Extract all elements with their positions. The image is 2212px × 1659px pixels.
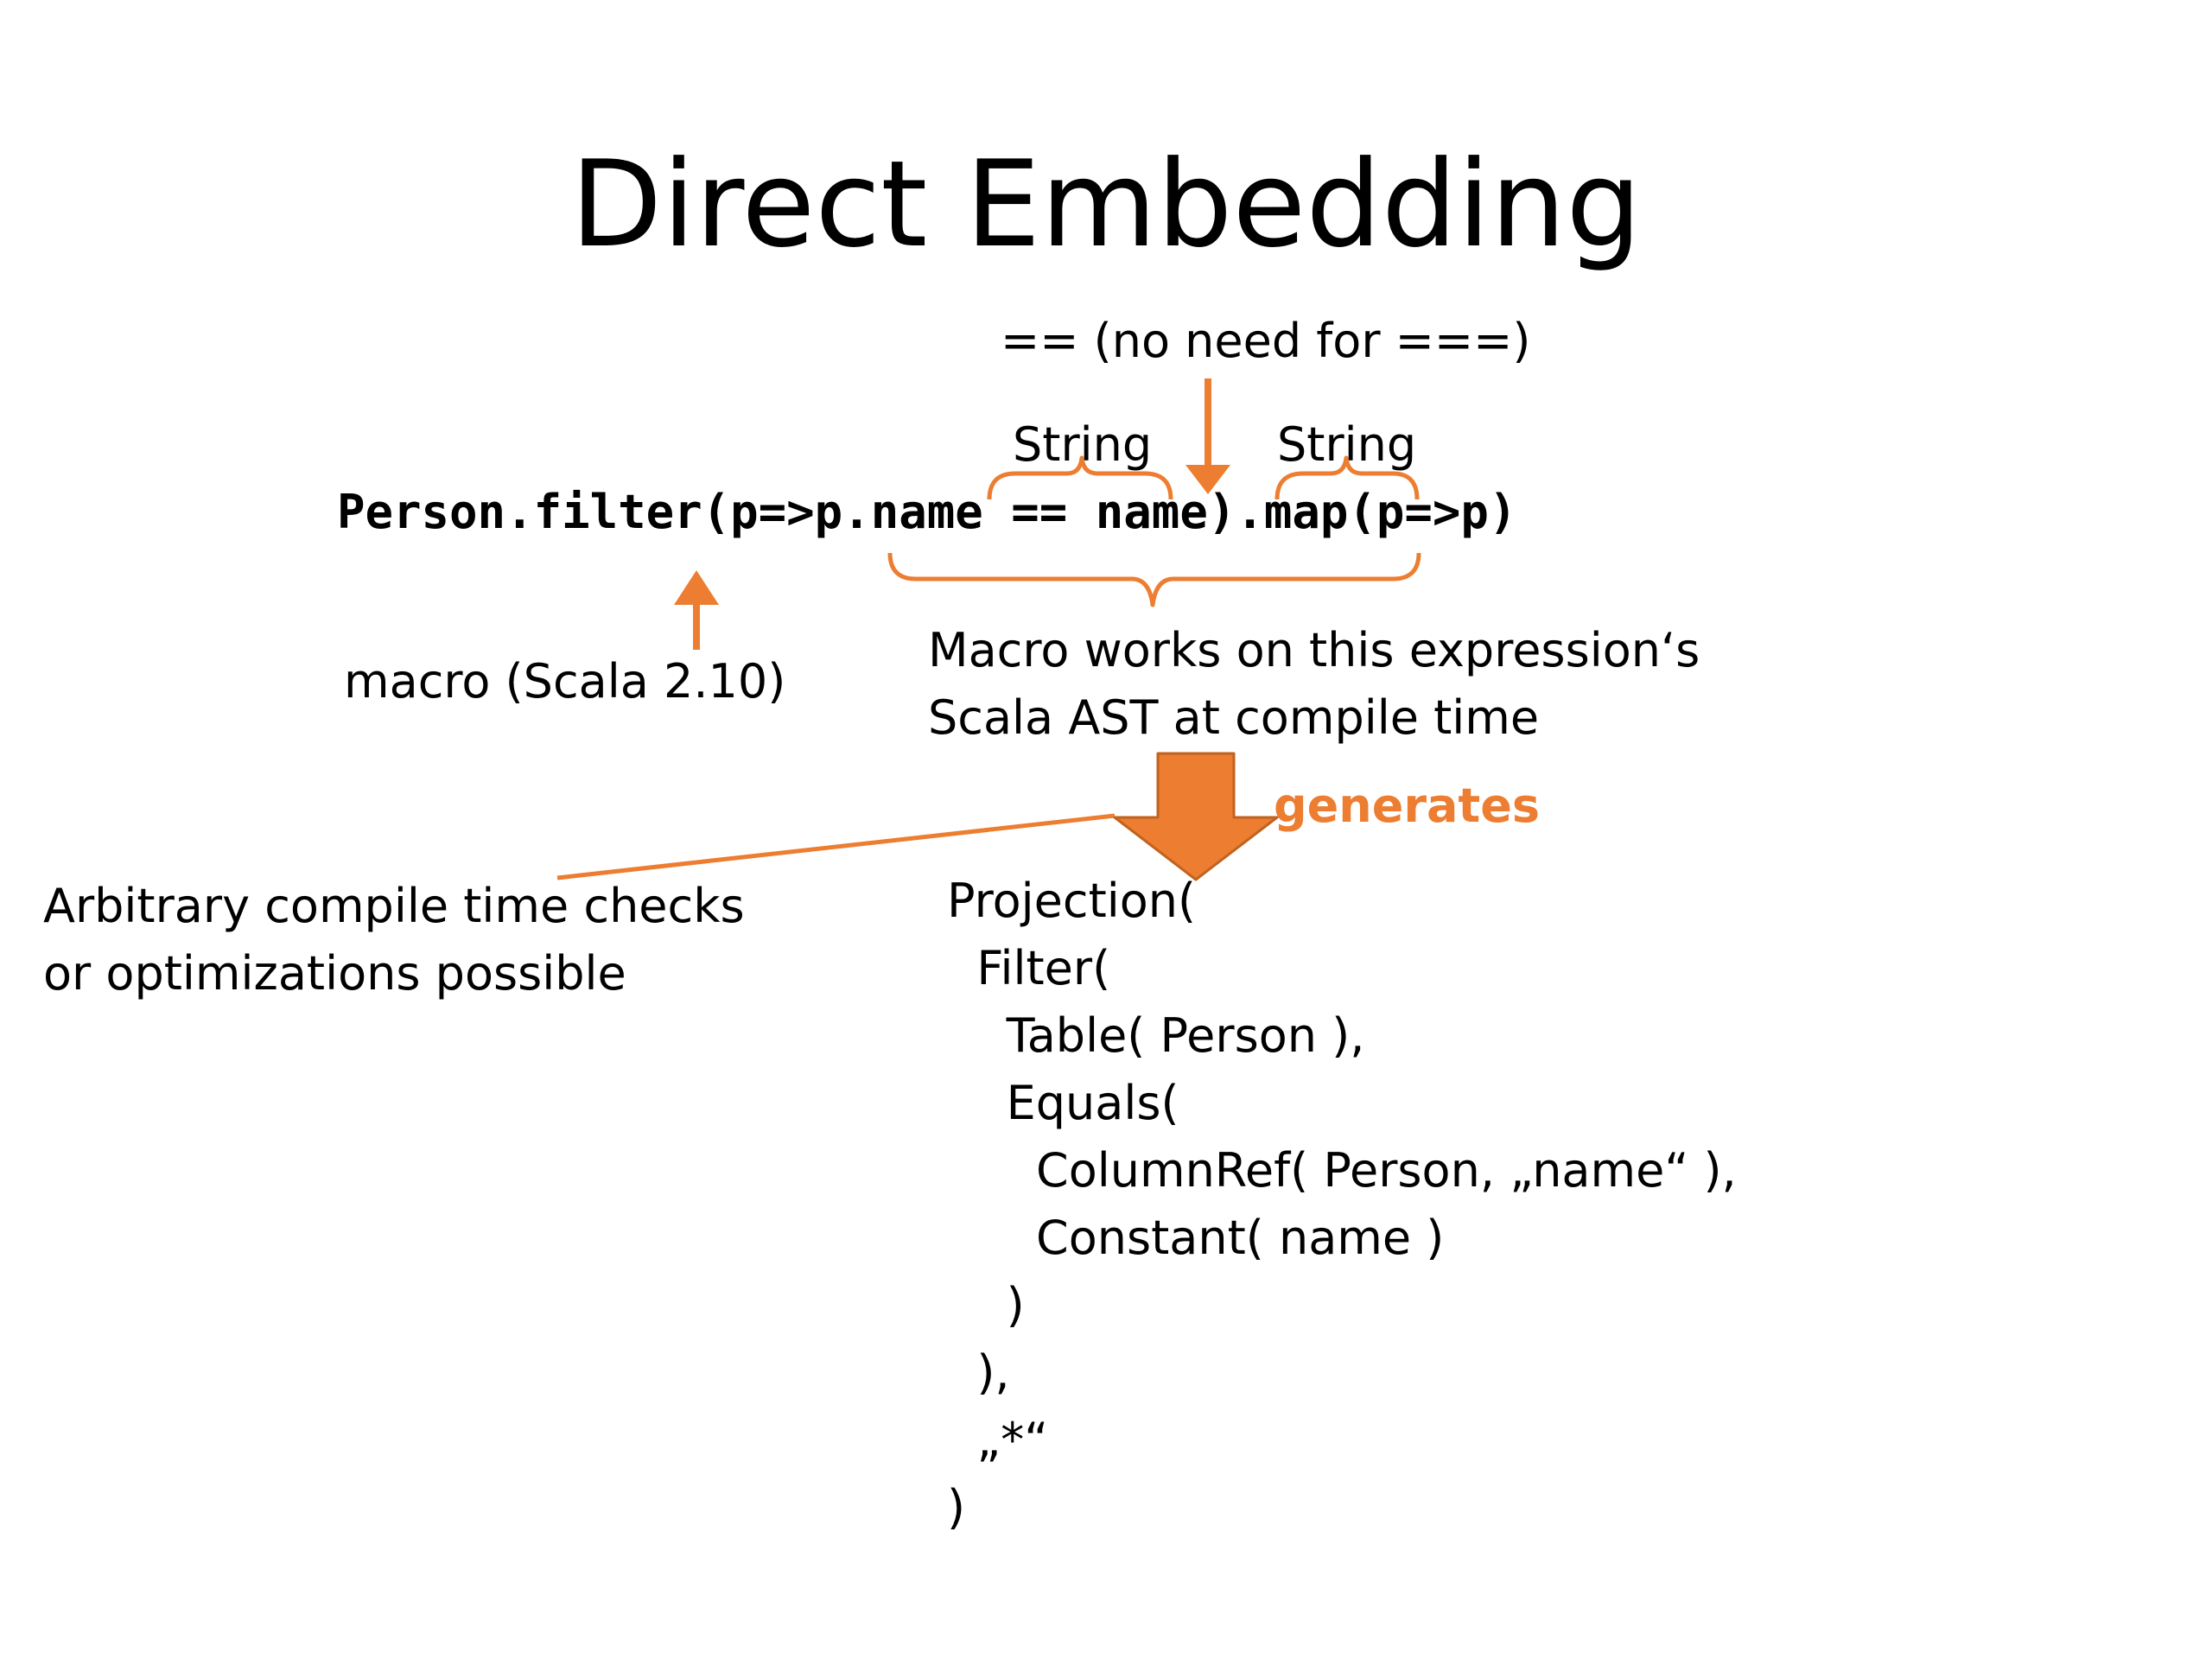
ast-line: ) [947, 1480, 966, 1535]
ast-line: Constant( name ) [947, 1211, 1445, 1265]
macro-works-line-2: Scala AST at compile time [928, 690, 1540, 745]
macro-arrow-head [674, 570, 719, 605]
expression-brace [887, 552, 1421, 607]
ast-line: Projection( [947, 874, 1197, 928]
ast-line: ) [947, 1278, 1025, 1332]
generates-label: generates [1274, 779, 1540, 833]
ast-line: Table( Person ), [947, 1008, 1365, 1063]
ast-line: „*“ [947, 1413, 1049, 1467]
ast-line: Equals( [947, 1076, 1179, 1130]
code-expression: Person.filter(p=>p.name == name).map(p=>… [337, 485, 1517, 539]
compile-checks-line-1: Arbitrary compile time checks [43, 879, 745, 933]
compile-checks-line-2: or optimizations possible [43, 946, 626, 1001]
ast-line: ColumnRef( Person, „name“ ), [947, 1143, 1737, 1198]
equality-note: == (no need for ===) [1001, 314, 1531, 368]
string-brace-left [987, 455, 1173, 500]
slide-title: Direct Embedding [570, 135, 1642, 274]
string-brace-right [1274, 455, 1420, 500]
compile-checks-connector [556, 813, 1116, 880]
macro-works-line-1: Macro works on this expression‘s [928, 623, 1700, 677]
equality-arrow-head [1185, 465, 1230, 494]
ast-line: Filter( [947, 941, 1111, 995]
ast-line: ), [947, 1345, 1010, 1400]
macro-label: macro (Scala 2.10) [344, 654, 786, 709]
generates-arrow [1113, 752, 1279, 881]
